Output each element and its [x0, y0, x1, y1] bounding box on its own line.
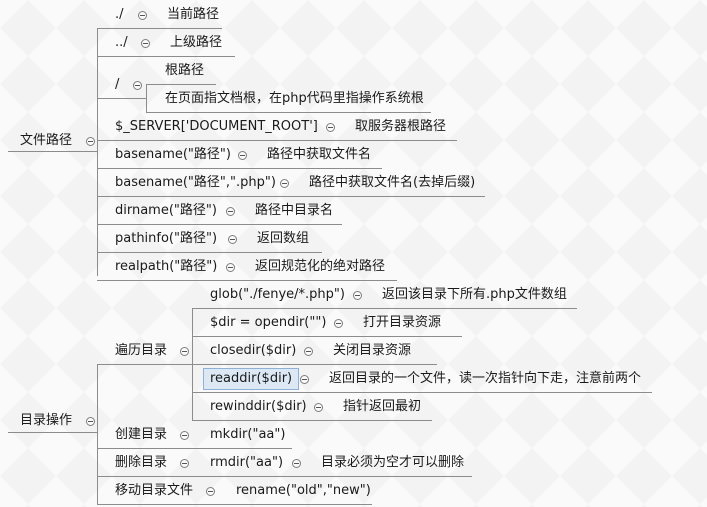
node-key[interactable]: realpath("路径")	[115, 259, 218, 274]
collapse-icon[interactable]	[141, 39, 150, 48]
collapse-icon[interactable]	[138, 11, 147, 20]
node-desc[interactable]: 当前路径	[167, 7, 220, 22]
node-desc[interactable]: 指针返回最初	[343, 399, 422, 414]
node-key[interactable]: basename("路径",".php")	[115, 175, 276, 190]
node-key[interactable]: pathinfo("路径")	[115, 231, 218, 246]
collapse-icon[interactable]	[304, 347, 313, 356]
node-key[interactable]: rename("old","new")	[236, 483, 371, 498]
collapse-icon[interactable]	[180, 431, 189, 440]
node-key[interactable]: basename("路径")	[115, 147, 231, 162]
collapse-icon[interactable]	[180, 459, 189, 468]
node-desc[interactable]: 返回规范化的绝对路径	[255, 259, 386, 274]
collapse-icon[interactable]	[206, 487, 215, 496]
node-key[interactable]: $dir = opendir("")	[210, 315, 327, 330]
branch-spine	[97, 364, 98, 504]
node-bianli[interactable]: 遍历目录	[115, 343, 168, 358]
node-key[interactable]: closedir($dir)	[210, 343, 297, 358]
node-desc[interactable]: 根路径	[165, 63, 205, 78]
collapse-icon[interactable]	[86, 417, 95, 426]
node-key-selected[interactable]: readdir($dir)	[203, 368, 300, 390]
root-node-dir-ops[interactable]: 目录操作	[20, 413, 73, 428]
collapse-icon[interactable]	[180, 347, 189, 356]
collapse-icon[interactable]	[133, 81, 142, 90]
node-key[interactable]: ./	[115, 7, 124, 22]
node-key[interactable]: mkdir("aa")	[210, 427, 286, 442]
node-desc[interactable]: 取服务器根路径	[355, 119, 447, 134]
collapse-icon[interactable]	[314, 403, 323, 412]
node-desc[interactable]: 目录必须为空才可以删除	[321, 455, 465, 470]
collapse-icon[interactable]	[226, 207, 235, 216]
collapse-icon[interactable]	[353, 291, 362, 300]
collapse-icon[interactable]	[228, 235, 237, 244]
collapse-icon[interactable]	[292, 459, 301, 468]
collapse-icon[interactable]	[300, 375, 309, 384]
collapse-icon[interactable]	[86, 137, 95, 146]
node-desc-sub[interactable]: 在页面指文档根，在php代码里指操作系统根	[165, 91, 424, 106]
node-key[interactable]: rmdir("aa")	[210, 455, 284, 470]
node-desc[interactable]: 路径中获取文件名	[267, 147, 372, 162]
collapse-icon[interactable]	[280, 179, 289, 188]
node-desc[interactable]: 返回目录的一个文件，读一次指针向下走，注意前两个	[329, 371, 642, 386]
node-desc[interactable]: 返回数组	[257, 231, 310, 246]
node-key[interactable]: glob("./fenye/*.php")	[210, 287, 345, 302]
node-key[interactable]: /	[115, 77, 120, 92]
node-desc[interactable]: 路径中目录名	[255, 203, 334, 218]
node-desc[interactable]: 关闭目录资源	[333, 343, 412, 358]
node-shanchu[interactable]: 删除目录	[115, 455, 168, 470]
node-key[interactable]: $_SERVER['DOCUMENT_ROOT']	[115, 119, 318, 134]
root-node-file-path[interactable]: 文件路径	[20, 133, 73, 148]
node-chuangjian[interactable]: 创建目录	[115, 427, 168, 442]
collapse-icon[interactable]	[334, 319, 343, 328]
node-desc[interactable]: 上级路径	[170, 35, 223, 50]
collapse-icon[interactable]	[238, 151, 247, 160]
node-key[interactable]: rewinddir($dir)	[210, 399, 307, 414]
node-desc[interactable]: 返回该目录下所有.php文件数组	[382, 287, 567, 302]
root-underline	[8, 151, 98, 152]
node-key[interactable]: ../	[115, 35, 128, 50]
collapse-icon[interactable]	[326, 123, 335, 132]
branch-spine	[97, 28, 98, 276]
node-desc[interactable]: 打开目录资源	[363, 315, 442, 330]
collapse-icon[interactable]	[226, 263, 235, 272]
node-key[interactable]: dirname("路径")	[115, 203, 217, 218]
node-desc[interactable]: 路径中获取文件名(去掉后缀)	[309, 175, 476, 190]
node-yidong[interactable]: 移动目录文件	[115, 483, 194, 498]
